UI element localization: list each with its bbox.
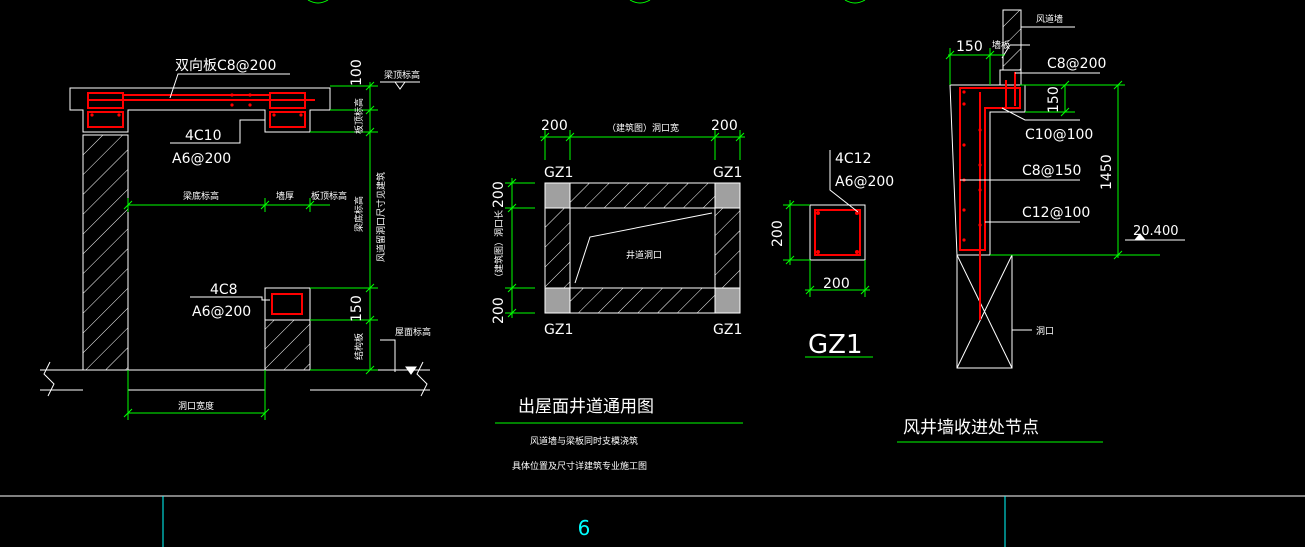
left-wall [82, 134, 129, 371]
detail-rebar-c10: C10@100 [1025, 127, 1093, 143]
detail-rebar-c8: C8@150 [1022, 163, 1081, 179]
detail-title: 风井墙收进处节点 [903, 418, 1039, 438]
gz-label-tl: GZ1 [544, 165, 573, 181]
gz1-section-view: 4C12 A6@200 200 200 GZ1 [770, 150, 894, 360]
note-v1: 板顶标高 [353, 98, 365, 134]
lower-wall [956, 254, 1013, 369]
plan-dim-side-top: 200 [491, 181, 507, 208]
opening-label: 井道洞口 [626, 249, 662, 261]
plan-dim-top-text: （建筑图）洞口宽 [607, 122, 679, 134]
detail-elevation: 20.400 [1133, 224, 1179, 239]
wall-setback-detail: 150 墙板 风道墙 C8@200 150 C10@100 C8@150 C12… [897, 9, 1185, 443]
right-parapet-wall [264, 319, 311, 371]
beam-bars-label: 4C10 [185, 128, 222, 144]
gz-label-br: GZ1 [713, 322, 742, 338]
opening-width-label: 洞口宽度 [178, 400, 214, 412]
page-number: 6 [578, 516, 591, 540]
detail-wall-note: 墙板 [992, 39, 1010, 51]
note-vbig: 风道留洞口尺寸见建筑 [375, 172, 387, 262]
gz1-stirrups-label: A6@200 [835, 174, 894, 190]
top-arc-fragments [307, 0, 866, 4]
detail-top-rebar: C8@200 [1047, 56, 1106, 72]
note-h3: 板顶标高 [311, 190, 347, 202]
note-h1: 梁底标高 [183, 190, 219, 202]
slab-note-label: 结构板 [353, 333, 365, 360]
detail-opening-note: 洞口 [1036, 326, 1054, 337]
plan-title: 出屋面井道通用图 [518, 397, 654, 417]
lower-bars-label: 4C8 [210, 282, 238, 298]
dim-100-label: 100 [349, 59, 365, 86]
column-tl [544, 182, 571, 209]
plan-note-2: 具体位置及尺寸详建筑专业施工图 [512, 460, 647, 472]
elev-top-label: 梁顶标高 [384, 69, 420, 81]
plan-dim-left: 200 [541, 118, 568, 134]
plan-dim-right: 200 [711, 118, 738, 134]
lower-stirrups-label: A6@200 [192, 304, 251, 320]
roof-level-label: 屋面标高 [395, 326, 431, 338]
left-section-view: 双向板C8@200 4C10 A6@200 4C8 A6@200 100 150… [40, 58, 431, 420]
plan-dim-side-text: （建筑图）洞口长 [493, 210, 505, 282]
note-v2: 梁底标高 [353, 196, 365, 232]
sheet-frame-bottom: 6 [0, 495, 1305, 547]
column-br [714, 287, 741, 314]
gz1-bars-label: 4C12 [835, 151, 872, 167]
gz1-dim-side: 200 [770, 220, 786, 247]
gz-label-bl: GZ1 [544, 322, 573, 338]
plan-dim-side-bottom: 200 [491, 297, 507, 324]
beam-stirrups-label: A6@200 [172, 151, 231, 167]
detail-dim-150-v: 150 [1046, 86, 1062, 113]
detail-rebar-c12: C12@100 [1022, 205, 1090, 221]
column-tr [714, 182, 741, 209]
gz1-name-label: GZ1 [808, 330, 863, 360]
column-bl [544, 287, 571, 314]
detail-dim-150-top: 150 [956, 39, 983, 55]
detail-dim-1450: 1450 [1099, 154, 1115, 190]
gz-label-tr: GZ1 [713, 165, 742, 181]
note-h2: 墙厚 [276, 190, 294, 202]
dim-150-label: 150 [349, 295, 365, 322]
shaft-plan-view: 200 200 （建筑图）洞口宽 200 200 （建筑图）洞口长 GZ1 GZ… [491, 118, 745, 472]
upper-hatched-wall [1002, 9, 1022, 71]
plan-note-1: 风道墙与梁板同时支模浇筑 [530, 435, 638, 447]
detail-wall-label: 风道墙 [1036, 13, 1063, 25]
gz1-dim-bottom: 200 [823, 276, 850, 292]
top-rebar-label: 双向板C8@200 [175, 58, 276, 74]
lower-beam [264, 287, 311, 321]
